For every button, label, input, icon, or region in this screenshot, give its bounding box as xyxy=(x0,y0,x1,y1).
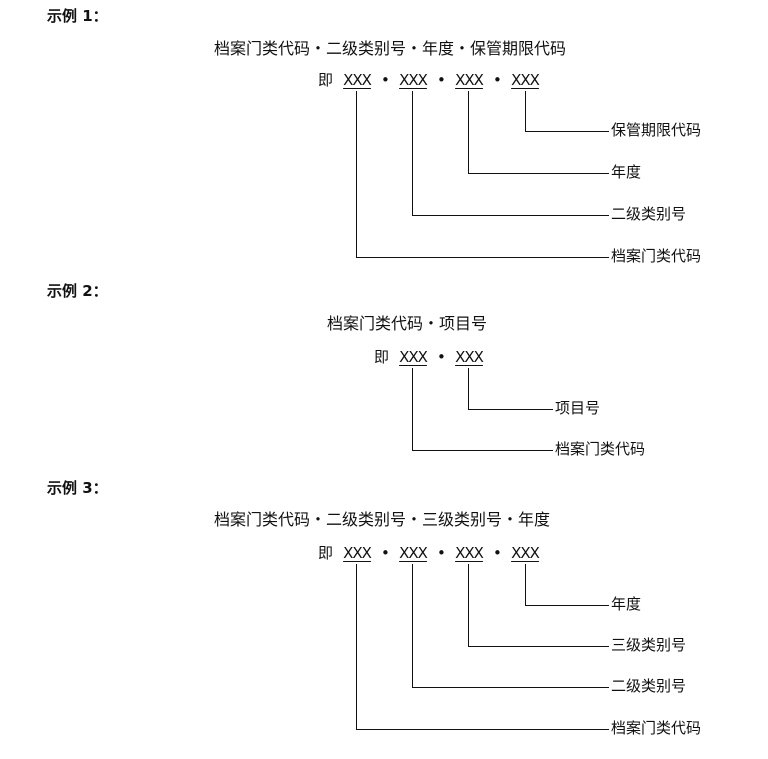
example-2-label-project-number: 项目号 xyxy=(555,399,601,417)
example-1-code-line: 即 XXX • XXX • XXX • XXX xyxy=(318,73,549,88)
example-3-heading: 示例 3： xyxy=(47,479,108,497)
code-segment: XXX xyxy=(343,544,372,562)
connector-line xyxy=(525,564,526,605)
example-3-label-secondary-category: 二级类别号 xyxy=(611,677,687,695)
example-2-heading: 示例 2： xyxy=(47,282,108,300)
code-separator: • xyxy=(381,544,390,562)
code-prefix: 即 xyxy=(374,348,390,366)
code-separator: • xyxy=(437,71,446,89)
connector-line xyxy=(412,564,413,687)
example-2-formula: 档案门类代码・项目号 xyxy=(327,314,488,333)
code-separator: • xyxy=(493,71,502,89)
code-segment: XXX xyxy=(455,71,484,89)
connector-line xyxy=(468,91,469,173)
example-1-label-secondary-category: 二级类别号 xyxy=(611,205,687,223)
example-2-code-line: 即 XXX • XXX xyxy=(374,350,493,365)
code-segment: XXX xyxy=(399,544,428,562)
code-segment: XXX xyxy=(455,348,484,366)
example-3-formula: 档案门类代码・二级类别号・三级类别号・年度 xyxy=(214,510,551,529)
code-prefix: 即 xyxy=(318,544,334,562)
connector-line xyxy=(468,173,609,174)
example-1-formula: 档案门类代码・二级类别号・年度・保管期限代码 xyxy=(214,39,567,58)
connector-line xyxy=(468,564,469,646)
code-separator: • xyxy=(437,544,446,562)
example-3-label-archive-category: 档案门类代码 xyxy=(611,719,702,737)
example-3-code-line: 即 XXX • XXX • XXX • XXX xyxy=(318,546,549,561)
example-1-label-retention: 保管期限代码 xyxy=(611,121,702,139)
connector-line xyxy=(412,687,609,688)
example-3-label-year: 年度 xyxy=(611,595,642,613)
example-1-label-year: 年度 xyxy=(611,163,642,181)
example-1-label-archive-category: 档案门类代码 xyxy=(611,247,702,265)
connector-line xyxy=(468,368,469,409)
connector-line xyxy=(356,564,357,729)
code-separator: • xyxy=(493,544,502,562)
connector-line xyxy=(356,729,609,730)
code-segment: XXX xyxy=(399,71,428,89)
example-2-label-archive-category: 档案门类代码 xyxy=(555,440,646,458)
code-segment: XXX xyxy=(511,544,540,562)
connector-line xyxy=(412,91,413,215)
code-separator: • xyxy=(437,348,446,366)
example-3-label-tertiary-category: 三级类别号 xyxy=(611,636,687,654)
code-segment: XXX xyxy=(399,348,428,366)
connector-line xyxy=(525,91,526,131)
connector-line xyxy=(356,91,357,257)
connector-line xyxy=(525,605,609,606)
connector-line xyxy=(412,450,553,451)
code-prefix: 即 xyxy=(318,71,334,89)
example-1-heading: 示例 1： xyxy=(47,7,108,25)
code-segment: XXX xyxy=(455,544,484,562)
code-segment: XXX xyxy=(511,71,540,89)
connector-line xyxy=(412,215,609,216)
code-separator: • xyxy=(381,71,390,89)
connector-line xyxy=(356,257,609,258)
connector-line xyxy=(412,368,413,450)
connector-line xyxy=(525,131,609,132)
code-segment: XXX xyxy=(343,71,372,89)
connector-line xyxy=(468,409,553,410)
connector-line xyxy=(468,646,609,647)
